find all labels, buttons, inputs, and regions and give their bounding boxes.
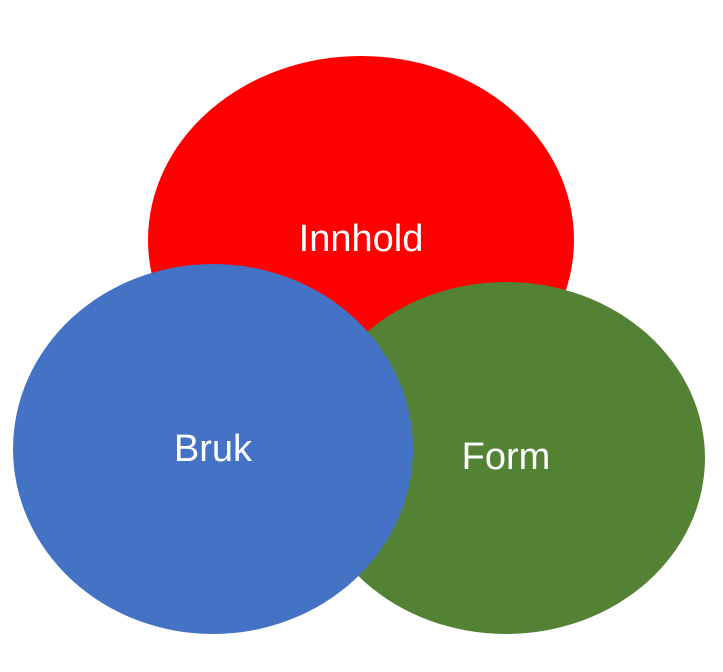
bruk-label: Bruk	[174, 428, 253, 470]
innhold-label: Innhold	[299, 218, 424, 260]
form-ellipse	[307, 282, 705, 634]
form-label: Form	[462, 436, 551, 478]
bruk-ellipse	[13, 264, 413, 634]
